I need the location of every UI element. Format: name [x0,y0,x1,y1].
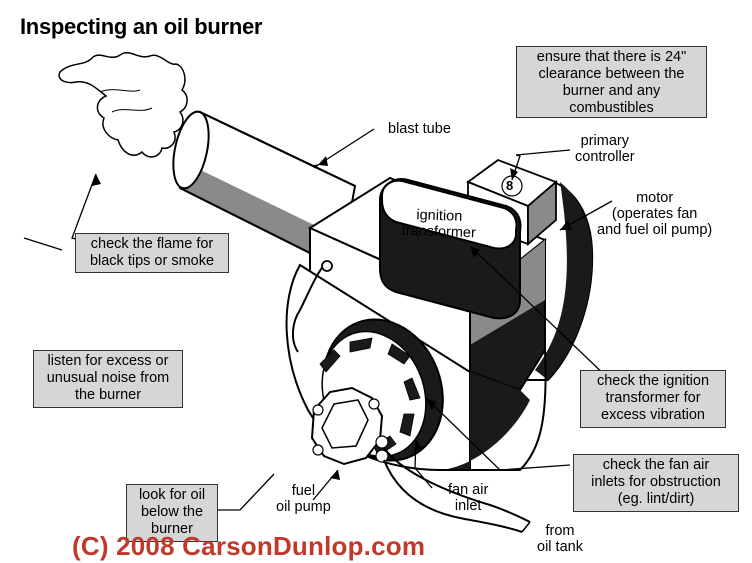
label-blast-tube: blast tube [388,121,451,137]
flame-shape [58,52,188,158]
callout-fan-air: check the fan air inlets for obstruction… [573,454,739,512]
callout-oil-leak: look for oil below the burner [126,484,218,542]
copyright-notice: (C) 2008 CarsonDunlop.com [72,531,426,561]
fuel-oil-pump [310,386,389,466]
ignition-transformer [379,178,522,320]
label-from-oil-tank: from oil tank [537,523,583,555]
label-ignition-transformer: ignition transformer [401,207,477,242]
page-title: Inspecting an oil burner [20,14,263,39]
callout-clearance: ensure that there is 24" clearance betwe… [516,46,707,118]
controller-digit: 8 [506,178,514,193]
callout-flame: check the flame for black tips or smoke [75,233,229,273]
callout-vibration: check the ignition transformer for exces… [580,370,726,428]
label-motor: motor (operates fan and fuel oil pump) [597,190,713,238]
label-primary-controller: primary controller [575,133,635,165]
leader-blast-tube [317,128,375,166]
callout-noise: listen for excess or unusual noise from … [33,350,183,408]
label-fuel-oil-pump: fuel oil pump [276,483,331,515]
label-fan-air-inlet: fan air inlet [448,482,489,514]
